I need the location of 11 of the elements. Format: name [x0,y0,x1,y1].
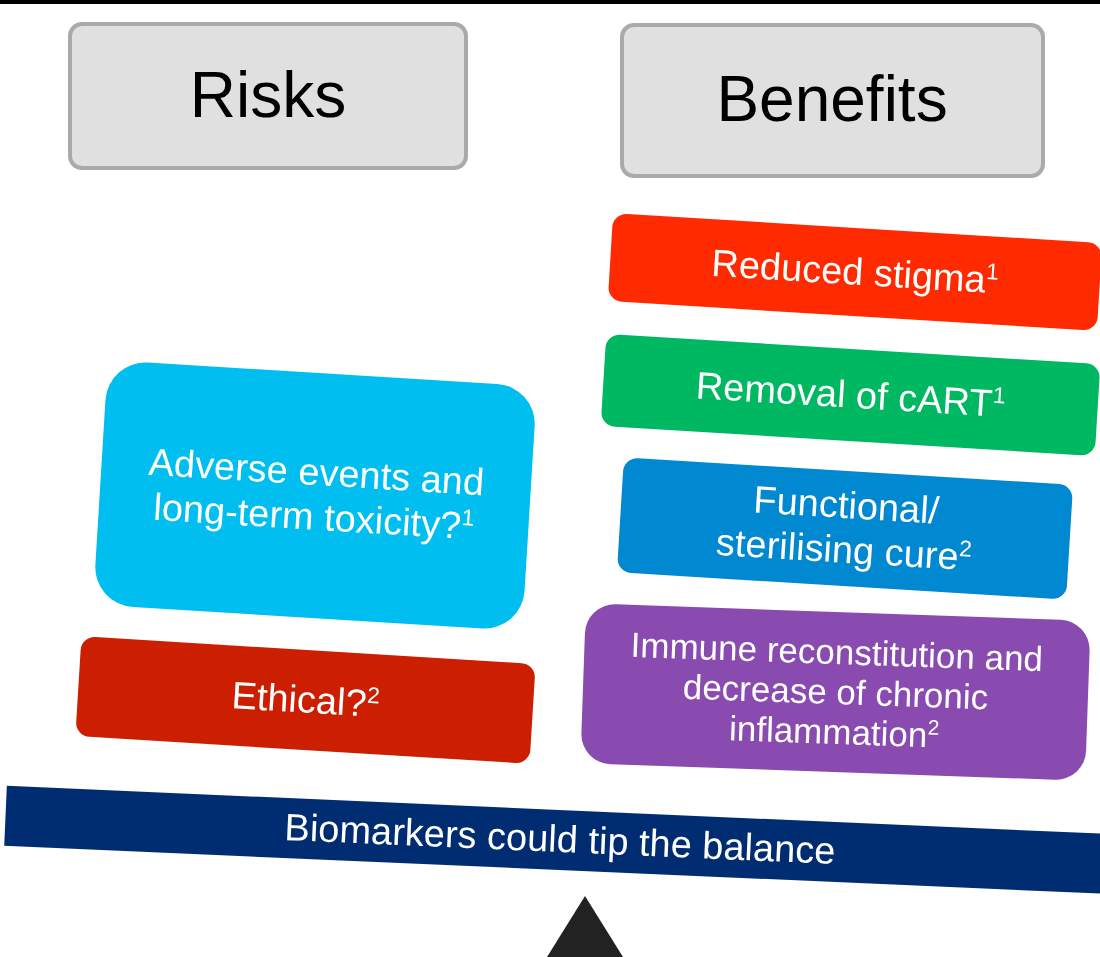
block-label: Adverse events and long-term toxicity?$^{1}$ [146,439,487,549]
block-label: Biomarkers could tip the balance [283,806,837,874]
block-label: Ethical?$^{2}$ [229,673,381,727]
block-label: Reduced stigma$^{1}$ [710,241,1000,303]
heading-box [619,22,1045,178]
block-label: Immune reconstitution and decrease of chronic inflammation$^{2}$ [628,623,1045,757]
heading: Risks [189,59,347,133]
block-label: Functional/ sterilising cure$^{2}$ [713,477,974,580]
block-label: Removal of cART$^{1}$ [694,363,1006,427]
heading-box [68,22,468,170]
heading: Benefits [716,63,948,137]
